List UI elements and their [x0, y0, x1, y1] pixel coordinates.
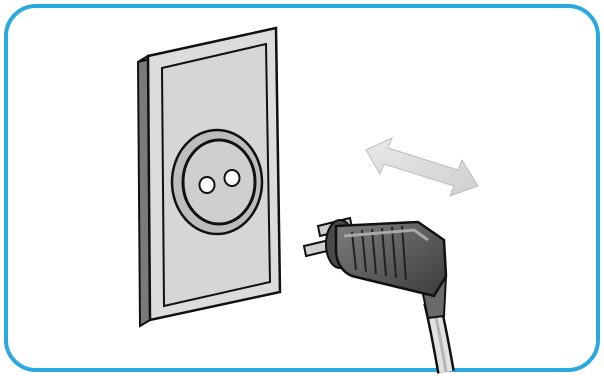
rounded-frame — [6, 6, 598, 370]
socket-hole-left — [200, 177, 215, 193]
wall-socket-icon — [138, 28, 280, 326]
socket-hole-right — [225, 170, 240, 186]
